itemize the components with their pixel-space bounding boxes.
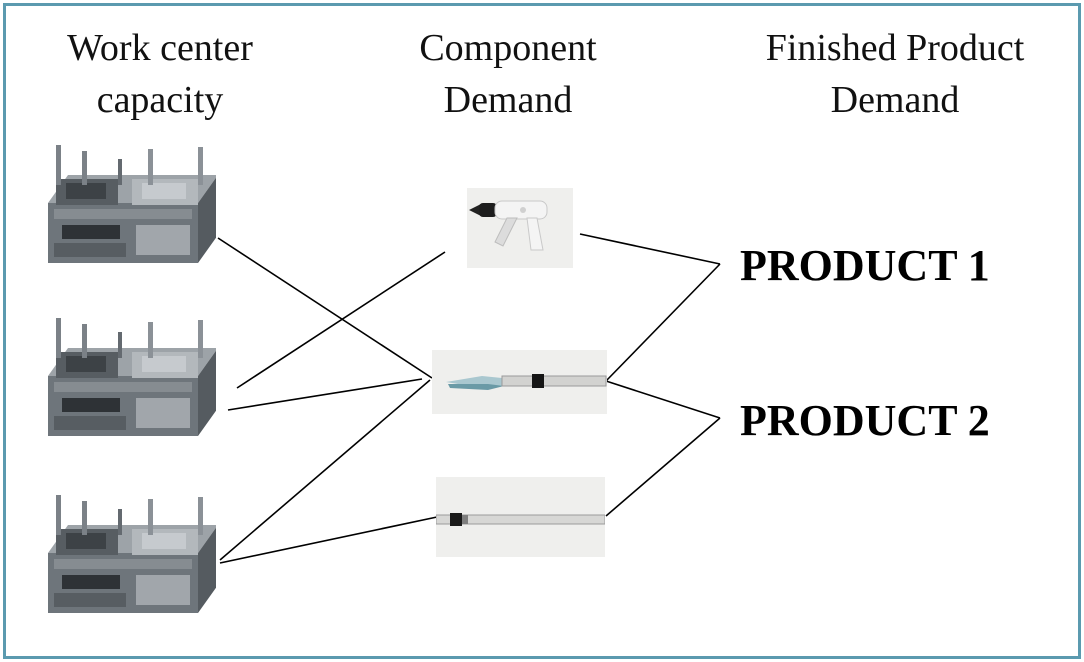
work-center-1 xyxy=(48,145,216,280)
stapler-jaw-shaft-icon xyxy=(446,374,607,390)
heading-finished: Finished Product Demand xyxy=(735,22,1055,126)
heading-work-center-line2: capacity xyxy=(96,79,224,121)
link-mold1-shaft xyxy=(217,237,433,379)
instrument-shaft-icon xyxy=(436,513,605,526)
heading-finished-line2: Demand xyxy=(830,79,960,121)
link-mold3-rod xyxy=(219,516,438,564)
heading-work-center: Work center capacity xyxy=(40,22,280,126)
component-stapler-handle xyxy=(467,188,573,268)
work-center-2 xyxy=(48,318,216,453)
product-1-label: PRODUCT 1 xyxy=(740,241,990,290)
injection-mold-icon xyxy=(48,495,216,613)
link-mold2-handle xyxy=(236,251,446,389)
link-mold3-shaft xyxy=(219,379,431,561)
link-shaft-product2 xyxy=(605,380,721,419)
injection-mold-icon xyxy=(48,318,216,436)
work-center-3 xyxy=(48,495,216,630)
heading-component-line1: Component xyxy=(419,27,597,69)
link-rod-product2 xyxy=(605,417,721,517)
heading-component-line2: Demand xyxy=(443,79,573,121)
heading-component: Component Demand xyxy=(388,22,628,126)
heading-finished-line1: Finished Product xyxy=(765,27,1025,69)
product-2-label: PRODUCT 2 xyxy=(740,396,990,445)
component-instrument-rod xyxy=(436,477,605,557)
heading-work-center-line1: Work center xyxy=(67,27,253,69)
link-mold2-shaft xyxy=(227,378,423,411)
injection-mold-icon xyxy=(48,145,216,263)
link-handle-product1 xyxy=(579,233,721,265)
surgical-stapler-handle-icon xyxy=(469,200,548,251)
link-shaft-product1 xyxy=(605,263,721,382)
component-stapler-shaft xyxy=(432,350,607,414)
